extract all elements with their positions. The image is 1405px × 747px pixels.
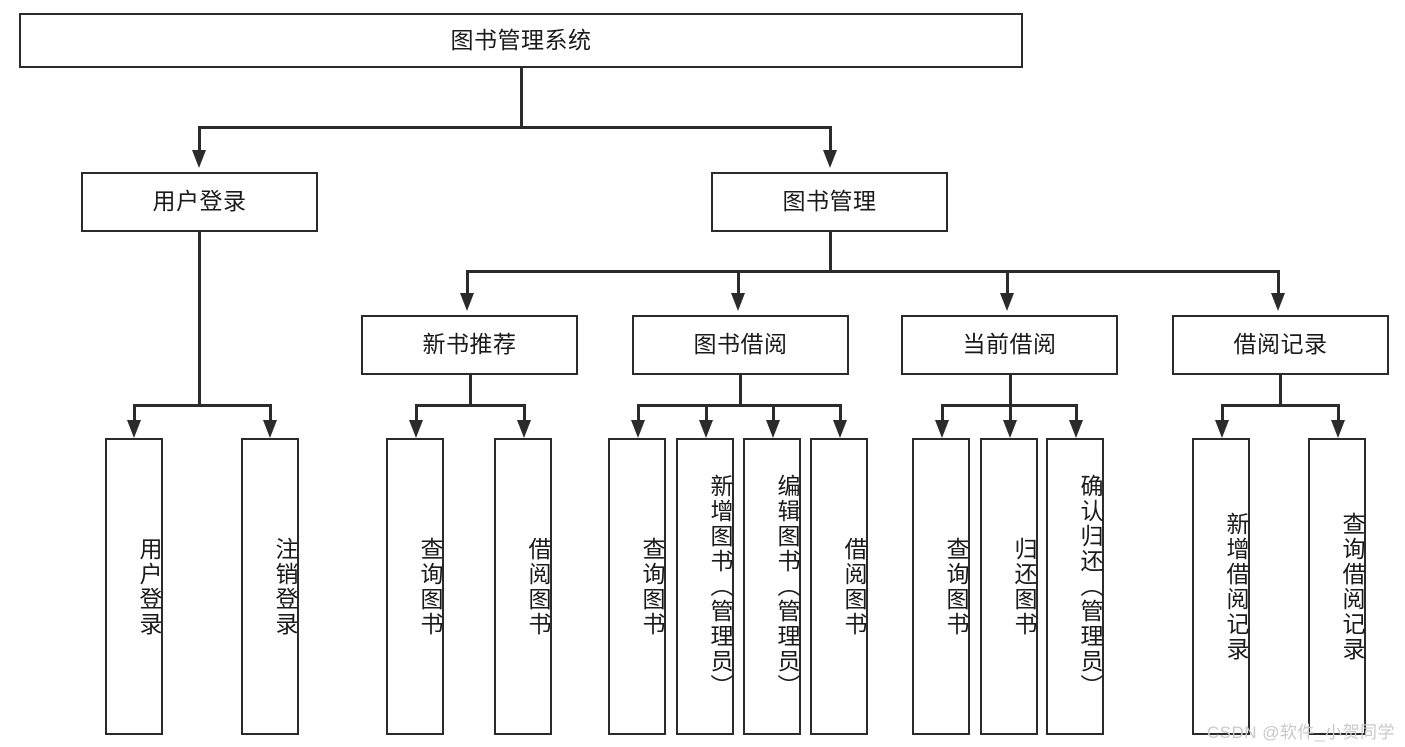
connector-borrow-record-drop-1 [1221, 404, 1224, 420]
node-book-management[interactable]: 图书管理 [711, 172, 948, 232]
arrow-book-borrow-leaf-3 [766, 420, 780, 438]
leaf-current-borrow-confirm-return-admin[interactable]: 确认归还（管理员） [1046, 438, 1104, 735]
connector-borrow-record-drop-2 [1337, 404, 1340, 420]
arrow-borrow-record-leaf-1 [1215, 420, 1229, 438]
node-label: 用户登录 [136, 536, 162, 637]
connector-book-borrow-drop-4 [839, 404, 842, 420]
connector-book-borrow-drop-2 [705, 404, 708, 420]
node-label: 图书借阅 [693, 331, 788, 358]
leaf-new-book-borrow-book[interactable]: 借阅图书 [494, 438, 552, 735]
arrow-user-login-leaf-1 [127, 420, 141, 438]
node-label: 图书管理 [782, 188, 877, 215]
connector-book-mgmt-drop-4 [1277, 270, 1280, 293]
leaf-book-borrow-add-book-admin[interactable]: 新增图书（管理员） [676, 438, 734, 735]
arrow-book-borrow-leaf-1 [631, 420, 645, 438]
connector-new-book-bus [415, 404, 525, 407]
node-new-book-recommend[interactable]: 新书推荐 [361, 315, 578, 375]
node-label: 借阅图书 [841, 536, 867, 637]
arrow-current-borrow-leaf-1 [935, 420, 949, 438]
leaf-book-borrow-borrow-book[interactable]: 借阅图书 [810, 438, 868, 735]
node-label: 查询图书 [943, 536, 969, 637]
node-label: 确认归还（管理员） [1077, 474, 1103, 699]
arrow-borrow-record-leaf-2 [1331, 420, 1345, 438]
node-user-login[interactable]: 用户登录 [81, 172, 318, 232]
node-label: 注销登录 [272, 536, 298, 637]
leaf-borrow-record-query-record[interactable]: 查询借阅记录 [1308, 438, 1366, 735]
connector-book-borrow-bus [637, 404, 841, 407]
leaf-borrow-record-add-record[interactable]: 新增借阅记录 [1192, 438, 1250, 735]
connector-book-borrow-drop-3 [772, 404, 775, 420]
watermark: CSDN @软件_小贺同学 [1206, 723, 1395, 742]
node-label: 新增图书（管理员） [707, 474, 733, 699]
arrow-new-book-leaf-2 [517, 420, 531, 438]
node-label: 查询借阅记录 [1339, 511, 1365, 662]
node-label: 用户登录 [152, 188, 247, 215]
leaf-book-borrow-query-book[interactable]: 查询图书 [608, 438, 666, 735]
arrow-new-book-leaf-1 [409, 420, 423, 438]
arrow-book-borrow-leaf-4 [833, 420, 847, 438]
arrow-root-to-user-login [192, 150, 206, 168]
connector-book-mgmt-drop-1 [466, 270, 469, 293]
arrow-root-to-book-mgmt [823, 150, 837, 168]
connector-current-borrow-drop-1 [941, 404, 944, 420]
connector-current-borrow-stem [1009, 375, 1012, 404]
arrow-to-current-borrow [1000, 293, 1014, 311]
node-label: 当前借阅 [962, 331, 1057, 358]
node-borrow-record[interactable]: 借阅记录 [1172, 315, 1389, 375]
leaf-user-login-login[interactable]: 用户登录 [105, 438, 163, 735]
connector-book-borrow-drop-1 [637, 404, 640, 420]
arrow-to-book-borrow [731, 293, 745, 311]
connector-root-bus [198, 126, 832, 129]
node-current-borrow[interactable]: 当前借阅 [901, 315, 1118, 375]
arrow-current-borrow-leaf-2 [1003, 420, 1017, 438]
arrow-to-borrow-record [1271, 293, 1285, 311]
node-book-borrow[interactable]: 图书借阅 [632, 315, 849, 375]
connector-user-login-drop-1 [133, 404, 136, 420]
leaf-book-borrow-edit-book-admin[interactable]: 编辑图书（管理员） [743, 438, 801, 735]
connector-book-mgmt-bus [466, 270, 1280, 273]
connector-new-book-drop-2 [523, 404, 526, 420]
arrow-user-login-leaf-2 [263, 420, 277, 438]
connector-book-mgmt-drop-3 [1006, 270, 1009, 293]
arrow-current-borrow-leaf-3 [1069, 420, 1083, 438]
connector-borrow-record-bus [1221, 404, 1339, 407]
node-label: 图书管理系统 [450, 26, 592, 53]
connector-new-book-stem [469, 375, 472, 404]
leaf-user-login-logout[interactable]: 注销登录 [241, 438, 299, 735]
connector-current-borrow-drop-3 [1075, 404, 1078, 420]
connector-root-to-user-login [198, 126, 201, 150]
node-label: 归还图书 [1011, 536, 1037, 637]
node-label: 查询图书 [417, 536, 443, 637]
arrow-to-new-book-recommend [460, 293, 474, 311]
leaf-current-borrow-return-book[interactable]: 归还图书 [980, 438, 1038, 735]
connector-borrow-record-stem [1279, 375, 1282, 404]
connector-new-book-drop-1 [415, 404, 418, 420]
connector-user-login-drop-2 [269, 404, 272, 420]
connector-book-borrow-stem [739, 375, 742, 404]
connector-root-to-book-mgmt [829, 126, 832, 150]
node-label: 借阅记录 [1233, 331, 1328, 358]
connector-user-login-stem [198, 232, 201, 404]
connector-current-borrow-drop-2 [1009, 404, 1012, 420]
connector-book-mgmt-drop-2 [737, 270, 740, 293]
node-root-system[interactable]: 图书管理系统 [19, 13, 1023, 68]
node-label: 编辑图书（管理员） [774, 474, 800, 699]
leaf-new-book-query-book[interactable]: 查询图书 [386, 438, 444, 735]
arrow-book-borrow-leaf-2 [699, 420, 713, 438]
node-label: 查询图书 [639, 536, 665, 637]
leaf-current-borrow-query-book[interactable]: 查询图书 [912, 438, 970, 735]
connector-root-stem [520, 68, 523, 126]
node-label: 新书推荐 [422, 331, 517, 358]
node-label: 新增借阅记录 [1223, 511, 1249, 662]
node-label: 借阅图书 [525, 536, 551, 637]
connector-user-login-bus [133, 404, 271, 407]
connector-book-mgmt-stem [829, 232, 832, 270]
